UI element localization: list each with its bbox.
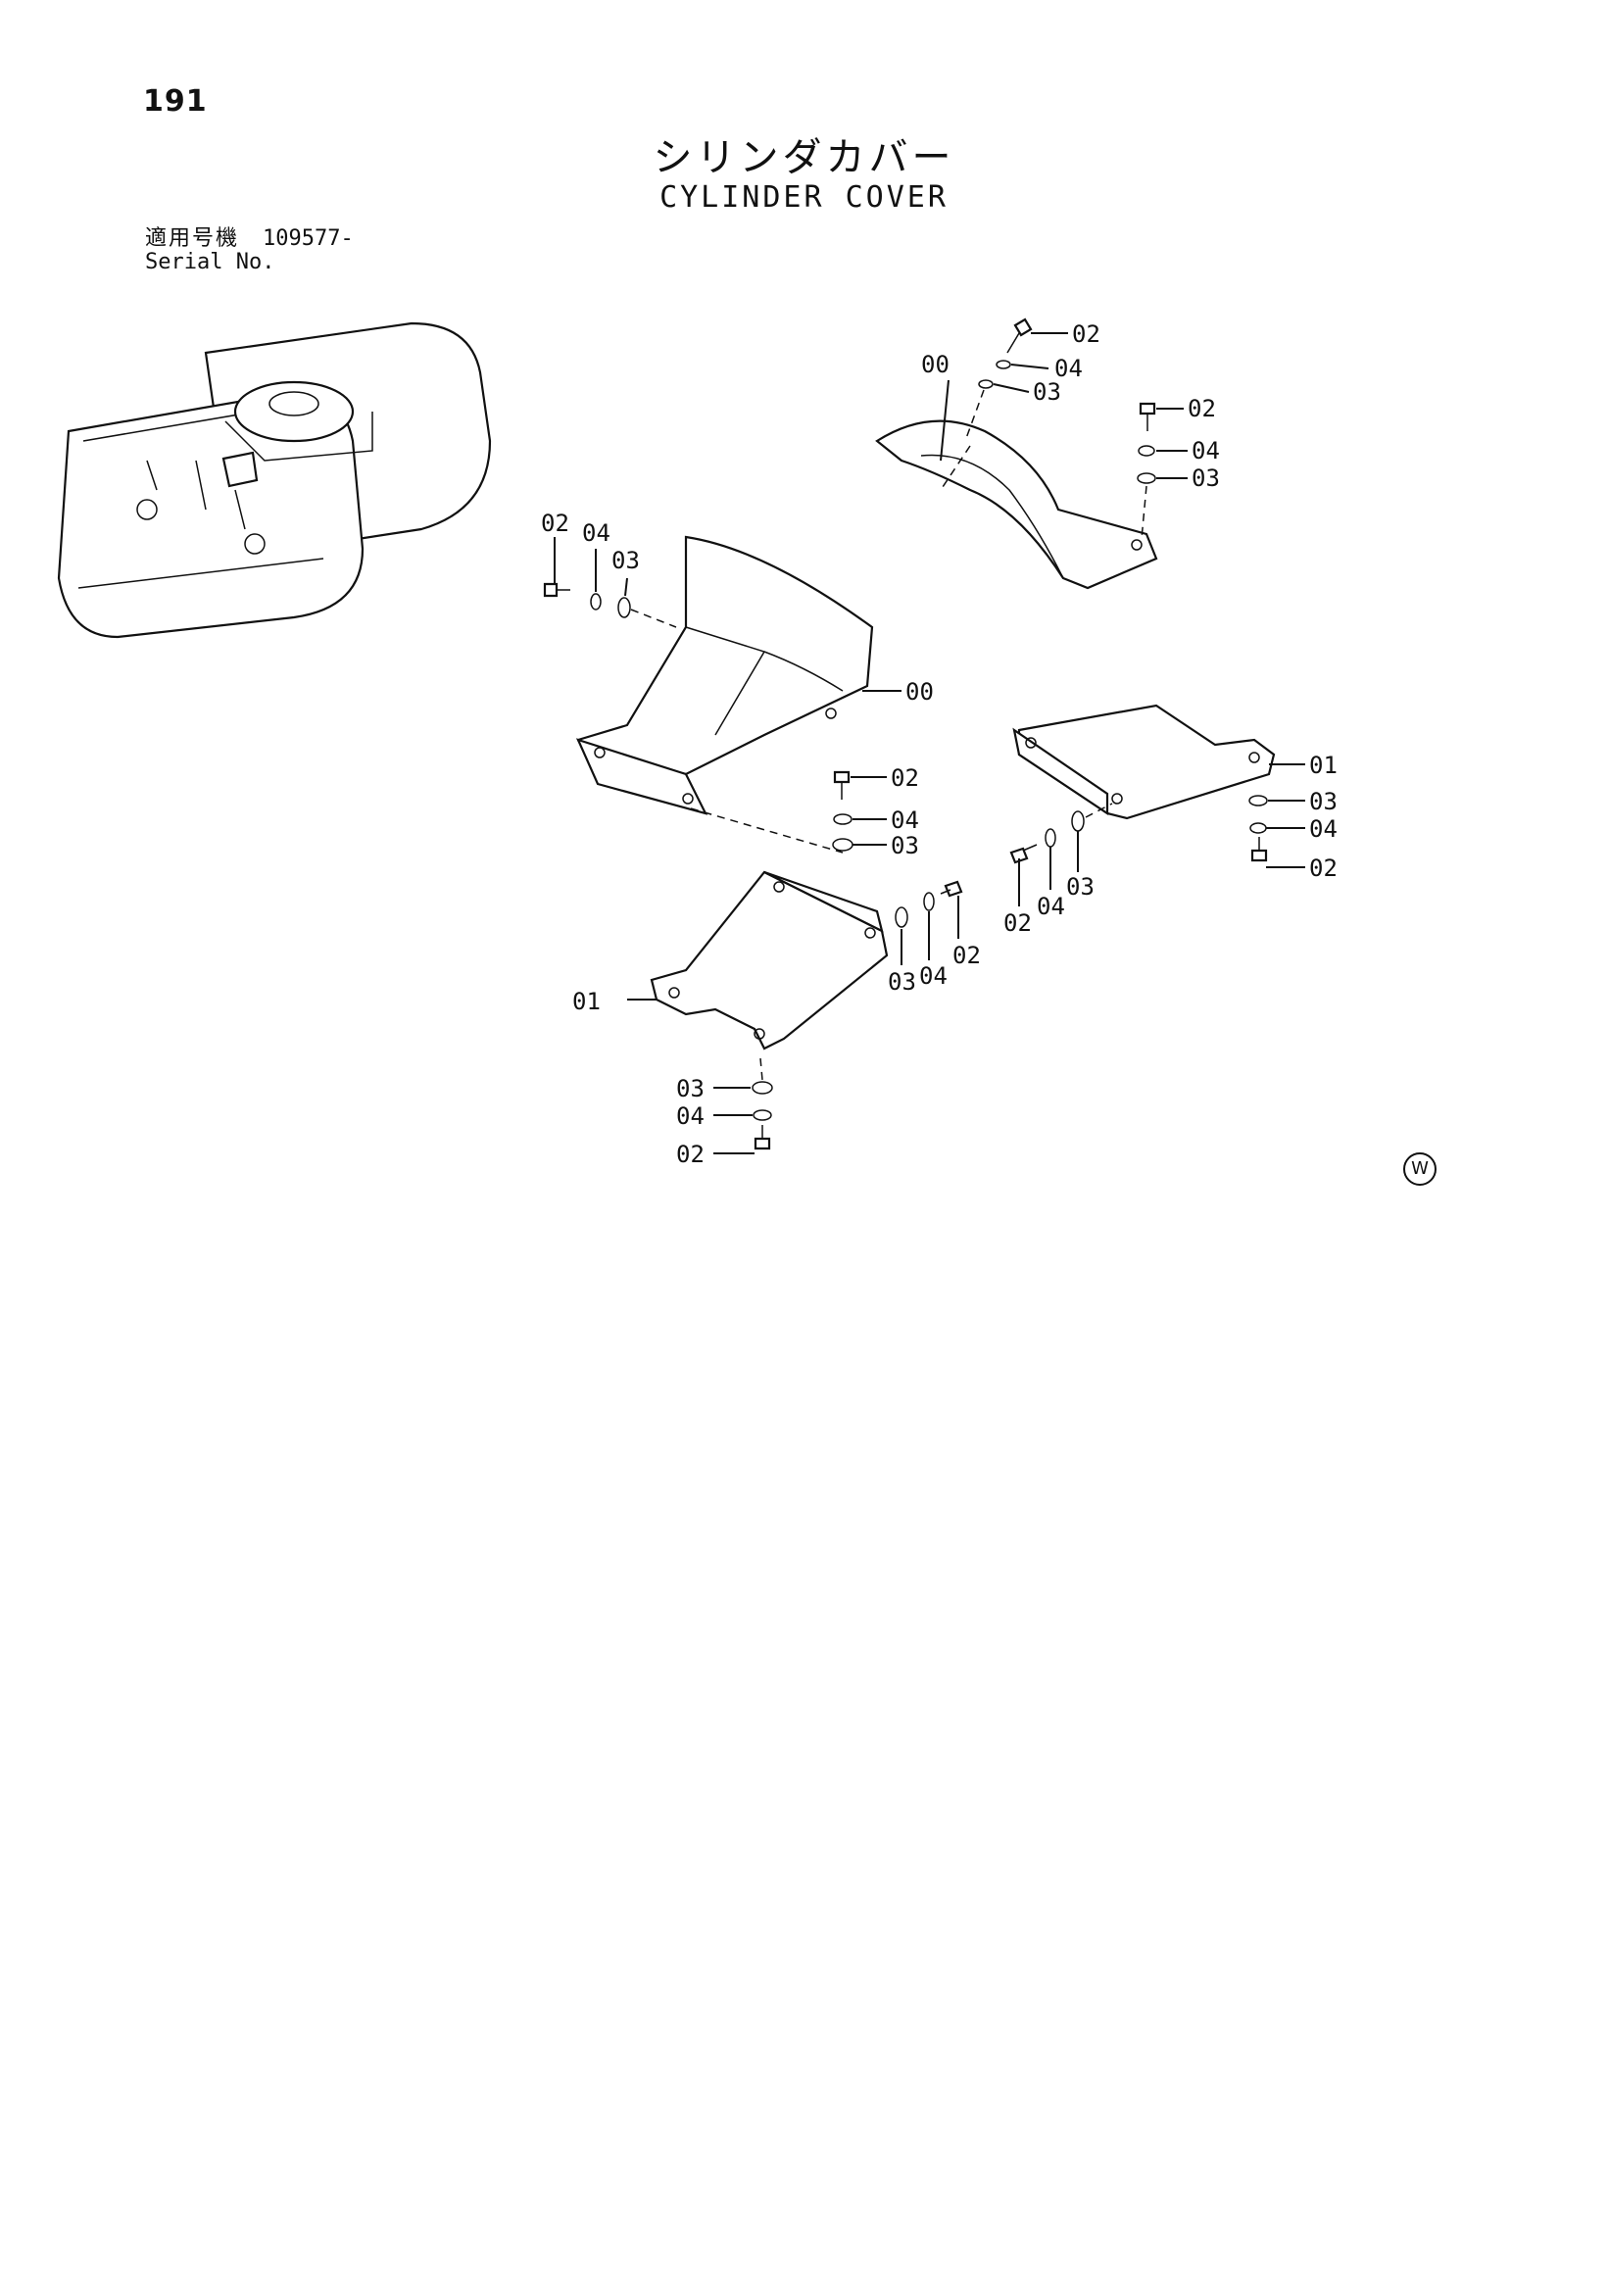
callout-top-bolt-a: 02 <box>1072 320 1100 348</box>
callout-right-lock-washer-low: 04 <box>1309 815 1338 843</box>
callout-left-lock-washer-low: 04 <box>676 1102 705 1130</box>
callout-right-bracket-part: 01 <box>1309 752 1338 779</box>
serial-number-block: 適用号機 109577- Serial No. <box>145 227 354 274</box>
callout-main-washer-bottom: 03 <box>891 832 919 859</box>
top-cylinder-cover <box>875 318 1188 590</box>
right-bracket <box>1009 704 1305 906</box>
callout-left-bolt-side: 02 <box>952 942 981 969</box>
main-cylinder-cover <box>543 535 901 854</box>
callout-right-washer-mid: 03 <box>1066 873 1095 901</box>
callout-top-cover-part: 00 <box>921 351 950 378</box>
callout-right-washer-low: 03 <box>1309 788 1338 815</box>
callout-main-bolt-left: 02 <box>541 510 569 537</box>
serial-label-english: Serial No. <box>145 250 275 274</box>
callout-left-bracket-part: 01 <box>572 988 601 1015</box>
left-bracket <box>627 870 963 1154</box>
callout-right-bolt-mid: 02 <box>1003 909 1032 937</box>
callout-top-washer-b: 03 <box>1192 464 1220 492</box>
callout-main-lock-washer-left: 04 <box>582 519 610 547</box>
serial-value: 109577- <box>263 226 354 251</box>
callout-right-lock-washer-mid: 04 <box>1037 893 1065 920</box>
serial-label-japanese: 適用号機 <box>145 226 240 251</box>
callout-top-bolt-b: 02 <box>1188 395 1216 422</box>
machine-location-illustration <box>57 321 492 639</box>
callout-top-lock-washer-a: 04 <box>1054 355 1083 382</box>
callout-left-bolt-low: 02 <box>676 1141 705 1168</box>
callout-left-lock-washer-side: 04 <box>919 962 948 990</box>
publisher-mark-icon: W <box>1403 1152 1437 1186</box>
callout-main-cover-part: 00 <box>905 678 934 706</box>
callout-main-lock-washer-bottom: 04 <box>891 806 919 834</box>
page-title-japanese: シリンダカバー <box>653 135 955 180</box>
callout-top-lock-washer-b: 04 <box>1192 437 1220 464</box>
callout-top-washer-a: 03 <box>1033 378 1061 406</box>
page-title-english: CYLINDER COVER <box>659 180 949 215</box>
callout-left-washer-low: 03 <box>676 1075 705 1102</box>
callout-main-washer-left: 03 <box>611 547 640 574</box>
callout-left-washer-side: 03 <box>888 968 916 996</box>
page-number: 191 <box>143 84 208 119</box>
callout-right-bolt-low: 02 <box>1309 855 1338 882</box>
callout-main-bolt-bottom: 02 <box>891 764 919 792</box>
